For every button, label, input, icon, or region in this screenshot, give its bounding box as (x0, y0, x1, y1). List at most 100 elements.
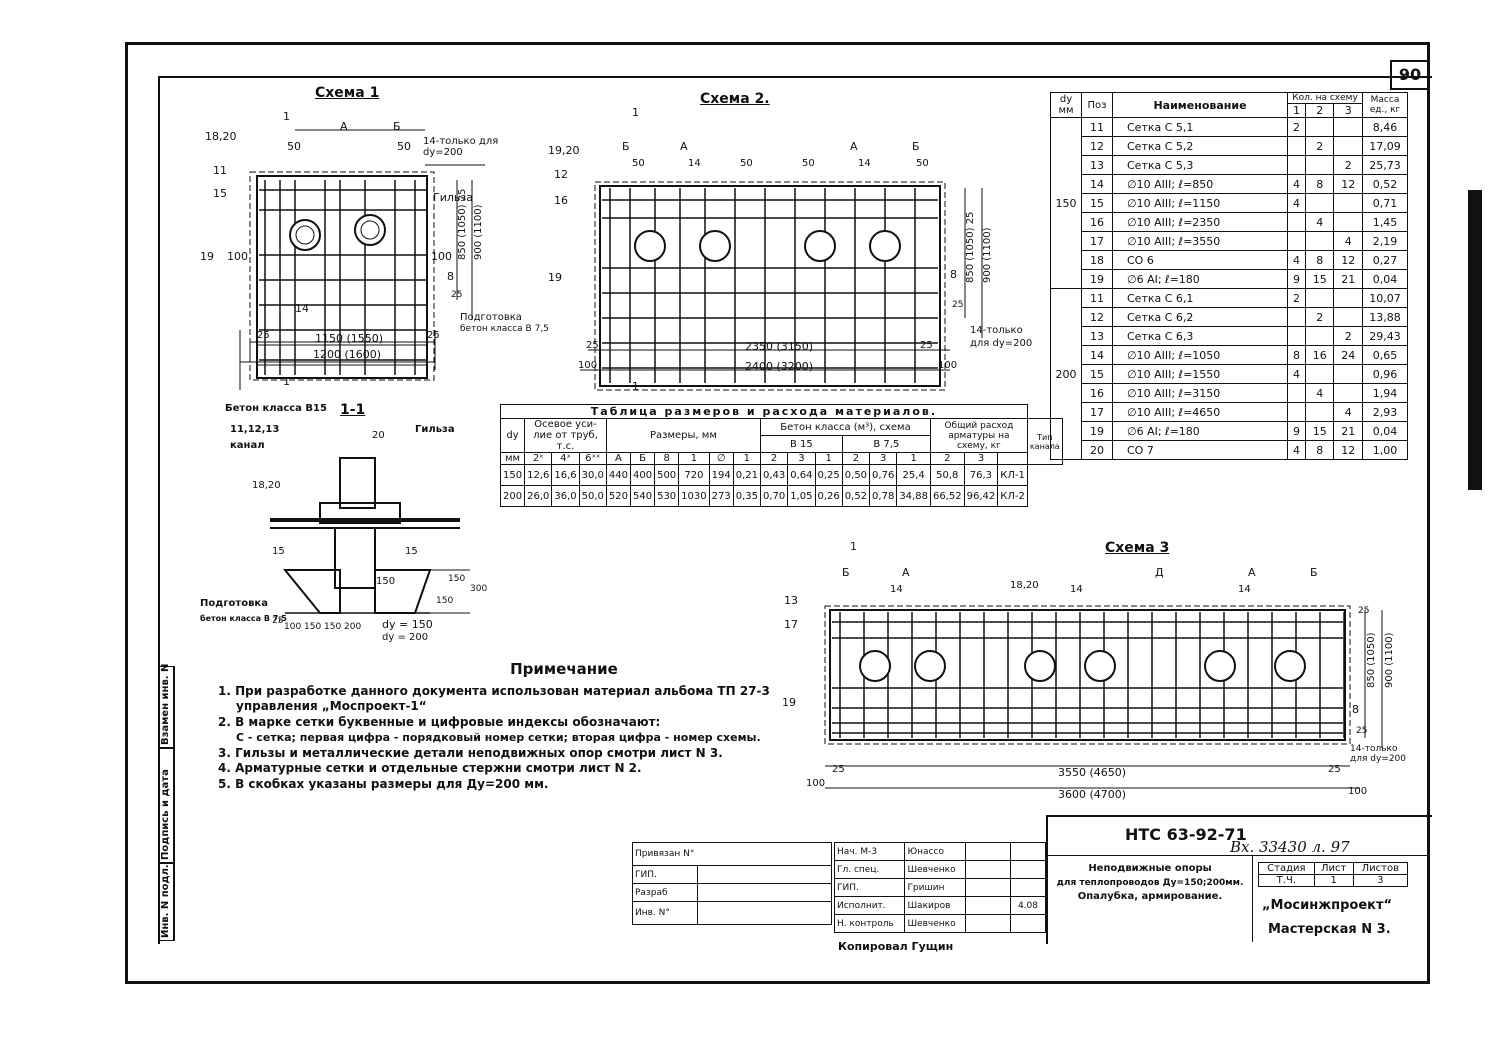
table-cell (1287, 402, 1306, 422)
dim-label: Б (622, 140, 630, 153)
table-subheader: 2 (841, 452, 871, 465)
dim-label: 150 (324, 622, 342, 632)
dim-label: 25 (427, 330, 440, 341)
table-cell: 18 (1081, 250, 1113, 270)
table-cell (1287, 326, 1306, 346)
schema-1-drawing (239, 129, 485, 390)
stage-header: Лист (1313, 862, 1354, 875)
table-cell: 0,71 (1362, 193, 1408, 213)
table-subheader: 3 (869, 452, 898, 465)
table-subheader: 4ˣ (551, 452, 580, 465)
position-label: 15 (213, 187, 227, 200)
stage-value: Т.Ч. (1258, 874, 1315, 887)
stamp-cell: ГИП. (632, 865, 698, 884)
dim-label: 150 (304, 622, 322, 632)
edge-mark (1468, 190, 1482, 490)
stage-header: Листов (1352, 862, 1409, 875)
table-header: 3 (1333, 103, 1363, 118)
table-cell (1333, 117, 1363, 137)
table-cell: 8 (1287, 345, 1306, 365)
dim-label: 100 (284, 622, 302, 632)
position-label: 19 (200, 250, 214, 263)
table-cell: 500 (654, 464, 680, 486)
dim-label: A (340, 120, 348, 133)
table-cell: 1,45 (1362, 212, 1408, 232)
dim-label: 900 (1100) (473, 204, 484, 260)
stage-header: Стадия (1258, 862, 1315, 875)
dim-label: 850 (1050) (1366, 632, 1377, 688)
dim-label: A (680, 140, 688, 153)
stage-value: 1 (1313, 874, 1354, 887)
table-cell: ∅10 AIII; ℓ=1050 (1112, 345, 1288, 365)
table-cell: 66,52 (929, 485, 965, 507)
table-cell: 12,6 (524, 464, 553, 486)
dim-label: dy = 200 (382, 632, 429, 643)
table-cell: 0,27 (1362, 250, 1408, 270)
dim-label: 50 (802, 158, 815, 169)
table-cell: 15 (1081, 193, 1113, 213)
dim-label: A (1248, 566, 1256, 579)
stage-value: 3 (1352, 874, 1409, 887)
sleeve-label: Гильза (415, 424, 455, 435)
table-header: Размеры, мм (605, 418, 761, 453)
section-title: 1-1 (340, 402, 366, 418)
position-label: 19 (782, 696, 796, 709)
dim-label: 25 (451, 290, 463, 300)
stamp-cell: Привязан N° (632, 842, 832, 866)
schema-3: Схема 3 1 Б A Д A Б 18,20 14 14 14 13 17… (770, 538, 1410, 808)
position-label: 14 (890, 584, 903, 595)
dim-label: 25 (1356, 726, 1368, 736)
table-cell (1304, 402, 1335, 422)
table-cell: 15 (1081, 364, 1113, 384)
table-header: Масса ед., кг (1362, 92, 1408, 118)
side-label: Инв. N подл. (160, 864, 171, 938)
table-cell: КЛ-2 (997, 485, 1028, 507)
table-cell: 2 (1304, 307, 1335, 327)
signature-cell: Юнассо (904, 842, 966, 861)
table-subheader: 2 (759, 452, 789, 465)
signature-date: 4.08 (1010, 896, 1046, 915)
table-cell: 0,52 (1362, 174, 1408, 194)
table-cell: 13 (1081, 326, 1113, 346)
table-cell: 4 (1304, 383, 1335, 403)
table-subheader: 8 (654, 452, 680, 465)
table-cell: 8 (1304, 440, 1335, 460)
table-cell: 13 (1081, 155, 1113, 175)
position-label: 14 (858, 158, 871, 169)
note-label: 14-только для dy=200 (423, 136, 499, 158)
table-cell: ∅6 AI; ℓ=180 (1112, 269, 1288, 289)
table-cell (1304, 326, 1335, 346)
table-cell: 12 (1333, 174, 1363, 194)
dim-label: 8 (950, 268, 957, 281)
note-line: 1. При разработке данного документа испо… (218, 683, 770, 698)
table-cell: 11 (1081, 288, 1113, 308)
channel-label: канал (230, 440, 265, 451)
dim-label: A (902, 566, 910, 579)
side-cell-signature-date (158, 748, 174, 863)
dim-label: Б (1310, 566, 1318, 579)
position-label: 18,20 (252, 480, 281, 491)
dim-label: Б (912, 140, 920, 153)
position-label: 11,12,13 (230, 424, 280, 435)
note-line: 5. В скобках указаны размеры для Ду=200 … (218, 776, 549, 791)
table-cell: 1030 (678, 485, 710, 507)
position-label: 14 (295, 302, 309, 315)
position-label: 18,20 (205, 130, 237, 143)
dim-label: 8 (1352, 703, 1359, 716)
table-cell: 96,42 (963, 485, 999, 507)
dim-label: 900 (1100) (1384, 632, 1395, 688)
table-header: В 7,5 (841, 435, 931, 453)
dim-label: Д (1155, 566, 1164, 579)
table-cell: 4 (1287, 174, 1306, 194)
table-cell: Сетка С 6,2 (1112, 307, 1288, 327)
dy-cell: 200 (1050, 288, 1082, 460)
table-cell: 76,3 (963, 464, 999, 486)
document-title-line: для теплопроводов Ду=150;200мм. (1056, 878, 1244, 888)
table-subheader: 2ˣ (524, 452, 553, 465)
table-cell (1287, 136, 1306, 156)
table-cell: 15 (1304, 269, 1335, 289)
